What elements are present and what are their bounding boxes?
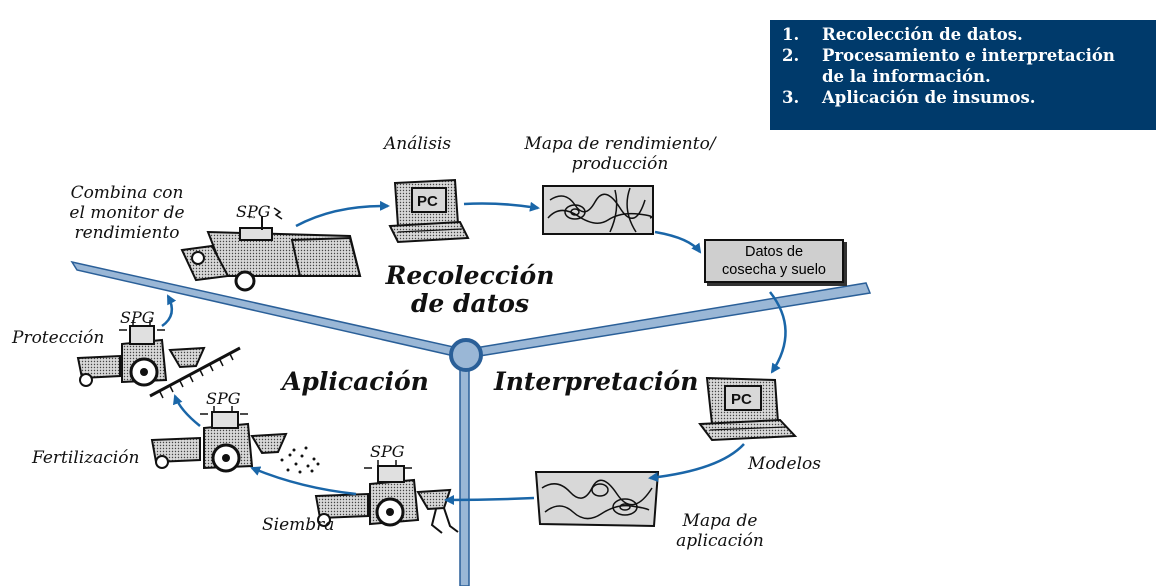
legend-list: 1. Recolección de datos. 2. Procesamiento … bbox=[782, 24, 1148, 108]
pc-screen-label: PC bbox=[417, 193, 438, 210]
legend-item-text: Aplicación de insumos. bbox=[822, 88, 1036, 107]
arrow-map-to-datos bbox=[654, 230, 702, 254]
combine-harvester-icon: ↔ bbox=[180, 213, 362, 292]
arrow-combine-to-pc bbox=[295, 200, 390, 228]
tractor-sprayer-icon bbox=[76, 325, 241, 399]
pc-computer-icon bbox=[698, 376, 798, 442]
label-fertilizacion: Fertilización bbox=[32, 448, 140, 468]
legend-item: de la información. bbox=[782, 66, 1148, 87]
spg-label: SPG bbox=[206, 389, 241, 408]
signal-icon bbox=[119, 207, 412, 469]
legend-item-number: 2. bbox=[782, 46, 800, 65]
spg-label: SPG bbox=[236, 202, 271, 221]
legend-item: 2. Procesamiento e interpretación bbox=[782, 45, 1148, 66]
label-yield-map-line1: Mapa de rendimiento/ bbox=[524, 134, 716, 154]
axis-center-node bbox=[449, 338, 483, 372]
label-proteccion: Protección bbox=[12, 328, 105, 348]
section-title-recoleccion-line2: de datos bbox=[410, 289, 530, 318]
arrow-pc-to-appmap bbox=[648, 443, 745, 483]
tractor-seeder-icon bbox=[314, 465, 459, 534]
pc-computer-icon bbox=[388, 178, 470, 244]
legend-item-text: Procesamiento e interpretación bbox=[822, 46, 1115, 65]
tractor-fertilizer-icon bbox=[150, 411, 320, 474]
arrow-prot-to-combine bbox=[161, 294, 177, 328]
legend-box: 1. Recolección de datos. 2. Procesamiento … bbox=[770, 20, 1156, 130]
arrow-fert-to-prot bbox=[172, 394, 201, 427]
flow-arrows bbox=[161, 200, 787, 505]
label-combine-line2: el monitor de bbox=[69, 203, 185, 223]
pc-screen-label: PC bbox=[731, 391, 752, 408]
axis-bar-down bbox=[459, 359, 470, 586]
label-analisis: Análisis bbox=[384, 134, 452, 154]
arrow-seeder-to-fert bbox=[250, 466, 357, 496]
application-map-icon bbox=[534, 471, 660, 528]
section-title-recoleccion-line1: Recolección bbox=[385, 261, 555, 290]
section-title-interpretacion: Interpretación bbox=[494, 367, 699, 396]
label-app-map-line2: aplicación bbox=[676, 531, 764, 551]
section-title-aplicacion: Aplicación bbox=[282, 367, 429, 396]
label-app-map-line1: Mapa de bbox=[682, 511, 758, 531]
arrow-datos-to-pc bbox=[769, 291, 787, 374]
datos-box-line1: Datos de bbox=[744, 244, 804, 260]
legend-item-text: Recolección de datos. bbox=[822, 25, 1023, 44]
legend-item: 3. Aplicación de insumos. bbox=[782, 87, 1148, 108]
legend-item: 1. Recolección de datos. bbox=[782, 24, 1148, 45]
y-axis-bars bbox=[70, 260, 872, 586]
label-modelos: Modelos bbox=[748, 454, 821, 474]
spg-label: SPG bbox=[370, 442, 405, 461]
label-combine-line3: rendimiento bbox=[74, 223, 180, 243]
yield-map-icon bbox=[542, 185, 654, 235]
legend-item-number: 1. bbox=[782, 25, 800, 44]
label-combine-line1: Combina con bbox=[70, 183, 184, 203]
datos-box-line2: cosecha y suelo bbox=[722, 262, 826, 278]
spg-label: SPG bbox=[120, 308, 155, 327]
arrow-pc-to-map bbox=[463, 201, 540, 212]
datos-cosecha-box: Datos de cosecha y suelo bbox=[704, 239, 844, 283]
svg-text:↔: ↔ bbox=[248, 213, 256, 223]
legend-item-number bbox=[782, 66, 822, 87]
label-siembra: Siembra bbox=[262, 515, 335, 535]
label-yield-map-line2: producción bbox=[571, 154, 669, 174]
legend-item-text: de la información. bbox=[822, 67, 991, 86]
arrow-appmap-to-seeder bbox=[444, 494, 535, 505]
legend-item-number: 3. bbox=[782, 88, 800, 107]
